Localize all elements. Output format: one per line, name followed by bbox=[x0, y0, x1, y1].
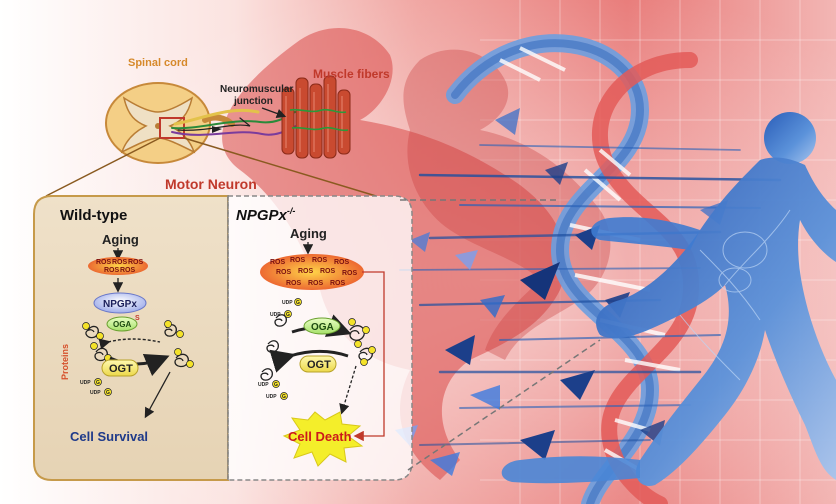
svg-text:ROS: ROS bbox=[276, 269, 292, 276]
svg-text:G: G bbox=[96, 380, 100, 386]
svg-text:OGA: OGA bbox=[113, 320, 131, 329]
svg-text:UDP: UDP bbox=[80, 380, 91, 386]
svg-text:ROS: ROS bbox=[334, 259, 350, 266]
speed-streaks bbox=[399, 144, 782, 446]
wt-to-survival-arrow bbox=[144, 371, 171, 419]
svg-text:ROS: ROS bbox=[342, 270, 358, 277]
svg-text:UDP: UDP bbox=[90, 390, 101, 396]
svg-text:UDP: UDP bbox=[282, 300, 293, 306]
ko-udp-g-bottom: UDP G UDP G bbox=[258, 380, 288, 400]
svg-text:ROS: ROS bbox=[104, 267, 120, 274]
svg-text:G: G bbox=[296, 300, 300, 306]
wt-oga-small bbox=[106, 316, 138, 332]
svg-text:G: G bbox=[274, 382, 278, 388]
wild-type-panel bbox=[33, 195, 229, 481]
knockout-title: NPGPx-/- bbox=[236, 206, 295, 224]
svg-text:ROS: ROS bbox=[298, 268, 314, 275]
svg-text:UDP: UDP bbox=[266, 394, 277, 400]
svg-text:ROS: ROS bbox=[330, 280, 346, 287]
ko-glcnac-markers bbox=[348, 318, 376, 366]
ko-oga-label: OGA bbox=[311, 322, 334, 333]
ko-ros-cluster: ROS ROS ROS ROS ROS ROS ROS ROS ROS ROS … bbox=[260, 254, 364, 290]
svg-text:ROS: ROS bbox=[320, 268, 336, 275]
muscle-fibers-bundle bbox=[281, 75, 351, 159]
svg-text:ROS: ROS bbox=[112, 259, 128, 266]
runner-figure bbox=[501, 112, 836, 486]
ko-to-death-arrow bbox=[339, 365, 357, 415]
ko-aging-label: Aging bbox=[290, 226, 327, 241]
ko-udp-g-top: UDP G UDP G bbox=[270, 298, 302, 318]
ko-oga-enzyme bbox=[303, 317, 341, 335]
svg-text:G: G bbox=[286, 312, 290, 318]
cell-death-burst bbox=[282, 411, 364, 467]
svg-text:ROS: ROS bbox=[286, 280, 302, 287]
cell-death-label: Cell Death bbox=[288, 429, 352, 444]
svg-text:ROS: ROS bbox=[96, 259, 112, 266]
zoom-line-left bbox=[45, 137, 161, 197]
wt-ogt-enzyme bbox=[101, 359, 139, 377]
nmj-label-line1: Neuromuscular bbox=[220, 84, 293, 95]
s-mark: S bbox=[135, 315, 140, 322]
nmj-label-line2: junction bbox=[233, 96, 273, 107]
svg-text:ROS: ROS bbox=[120, 267, 136, 274]
zoom-line-right bbox=[183, 137, 377, 197]
svg-text:ROS: ROS bbox=[312, 257, 328, 264]
muscle-fibers-label: Muscle fibers bbox=[313, 67, 390, 81]
svg-text:ROS: ROS bbox=[308, 280, 324, 287]
wt-aging-label: Aging bbox=[102, 232, 139, 247]
proteins-label: Proteins bbox=[60, 344, 70, 380]
svg-text:ROS: ROS bbox=[128, 259, 144, 266]
svg-text:UDP: UDP bbox=[258, 382, 269, 388]
pointer-line-bottom bbox=[407, 339, 601, 471]
svg-text:ROS: ROS bbox=[290, 257, 306, 264]
svg-text:UDP: UDP bbox=[270, 312, 281, 318]
ko-ogt-enzyme bbox=[299, 355, 337, 373]
ros-to-death-arrow bbox=[353, 271, 385, 442]
ko-ogt-label: OGT bbox=[307, 359, 331, 371]
spinal-cord-label: Spinal cord bbox=[128, 57, 188, 69]
cell-survival-label: Cell Survival bbox=[70, 429, 148, 444]
svg-text:ROS: ROS bbox=[270, 259, 286, 266]
wild-type-title: Wild-type bbox=[60, 207, 127, 224]
motor-neuron-label: Motor Neuron bbox=[165, 176, 257, 192]
npgpx-label: NPGPx bbox=[103, 299, 137, 310]
svg-text:G: G bbox=[106, 390, 110, 396]
npgpx-protein bbox=[93, 292, 147, 314]
svg-text:G: G bbox=[282, 394, 286, 400]
wt-ogt-label: OGT bbox=[109, 363, 133, 375]
wt-udp-g: UDP G UDP G bbox=[80, 378, 112, 396]
wt-ros-cluster: ROS ROS ROS ROS ROS bbox=[88, 257, 148, 275]
spinal-cord-cross-section bbox=[105, 82, 235, 164]
